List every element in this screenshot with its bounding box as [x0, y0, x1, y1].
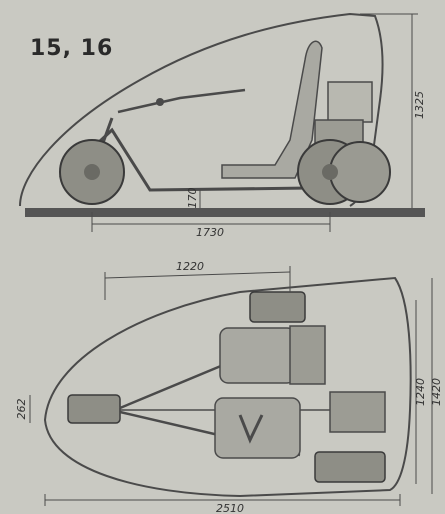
fuel-tank — [327, 81, 373, 123]
top-view: 1220 1240 1420 262 2510 — [15, 260, 443, 514]
rear-wheel-top-upper — [249, 291, 306, 323]
ground-strip — [25, 208, 425, 217]
front-wheel-hub — [84, 164, 100, 180]
seat — [221, 40, 323, 179]
rear-wheel-right — [329, 141, 391, 203]
engine-top — [329, 391, 386, 433]
dim-1220-line — [104, 271, 291, 279]
dim-front-wheel-width: 262 — [15, 399, 28, 420]
front-wheel-top — [67, 394, 121, 424]
dim-rear-track: 1240 — [414, 378, 427, 406]
dim-ground-clearance: 170 — [186, 188, 199, 209]
steering-column — [117, 88, 246, 114]
dim-wheelbase: 1730 — [196, 226, 224, 239]
body-shell-top — [43, 276, 412, 498]
figure-label: 15, 16 — [30, 36, 114, 61]
dim-overall-width: 1420 — [430, 378, 443, 406]
dim-front-to-rear: 1220 — [176, 260, 204, 273]
steering-pivot — [156, 98, 164, 106]
steering-handle — [238, 414, 264, 444]
dim-overall-length: 2510 — [216, 502, 244, 514]
seat-back-top — [289, 325, 326, 385]
seat-top — [219, 327, 296, 384]
steering-area — [214, 397, 301, 459]
side-view: 1325 170 1730 — [19, 12, 426, 239]
dim-overall-height: 1325 — [413, 91, 426, 119]
rear-wheel-top-lower — [314, 451, 386, 483]
rear-wheel-hub — [322, 164, 338, 180]
